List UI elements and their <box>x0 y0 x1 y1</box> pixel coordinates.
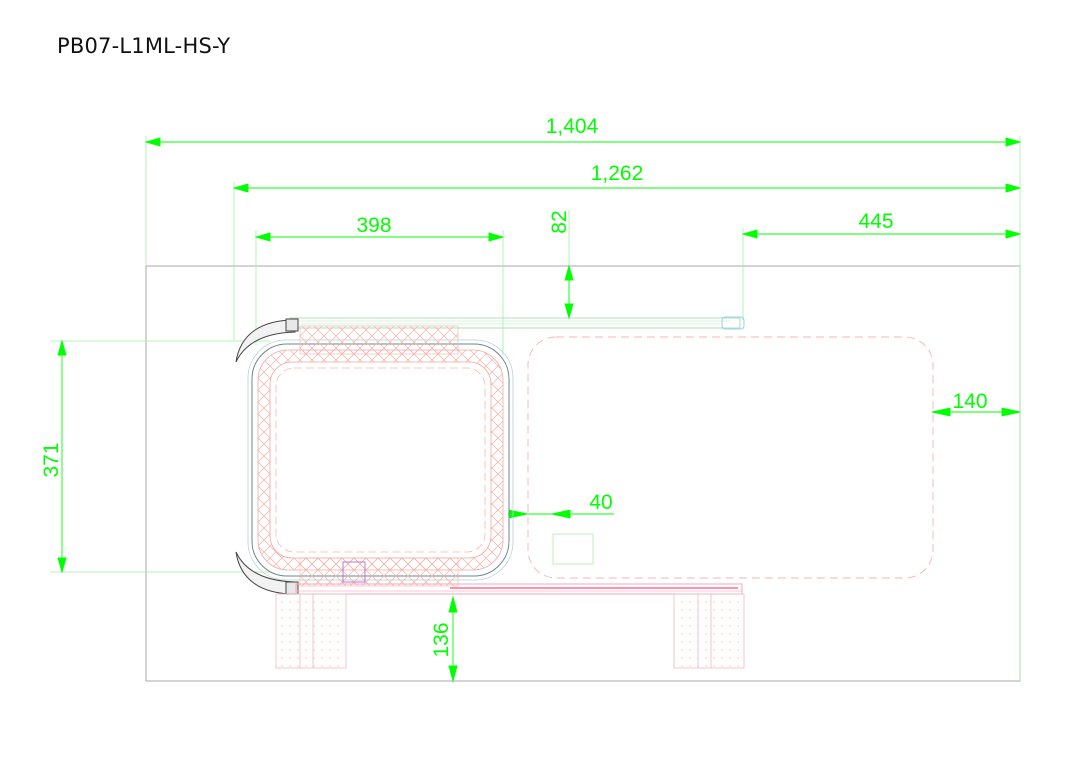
dim-right-margin: 140 <box>952 390 987 413</box>
support-left <box>275 593 347 669</box>
dim-top-offset: 82 <box>548 210 571 233</box>
support-right <box>673 593 745 669</box>
dim-bottom-offset: 136 <box>430 622 453 657</box>
dim-overall-width: 1,404 <box>546 115 599 138</box>
faucet-marker <box>552 533 594 565</box>
dim-gap: 40 <box>589 491 612 514</box>
dimension-lines <box>57 137 1022 683</box>
drain-fitting <box>342 561 366 583</box>
drawing-title: PB07-L1ML-HS-Y <box>57 34 231 58</box>
handle-bottom <box>235 551 299 595</box>
cutout-outline <box>527 336 934 579</box>
dim-basin-width: 398 <box>356 214 391 237</box>
bottom-rail <box>295 583 743 595</box>
dim-basin-depth: 371 <box>40 442 63 477</box>
sink-basin <box>247 325 514 587</box>
dim-right-rail: 445 <box>858 210 893 233</box>
dim-inner-width: 1,262 <box>591 162 644 185</box>
handle-top <box>235 318 299 363</box>
